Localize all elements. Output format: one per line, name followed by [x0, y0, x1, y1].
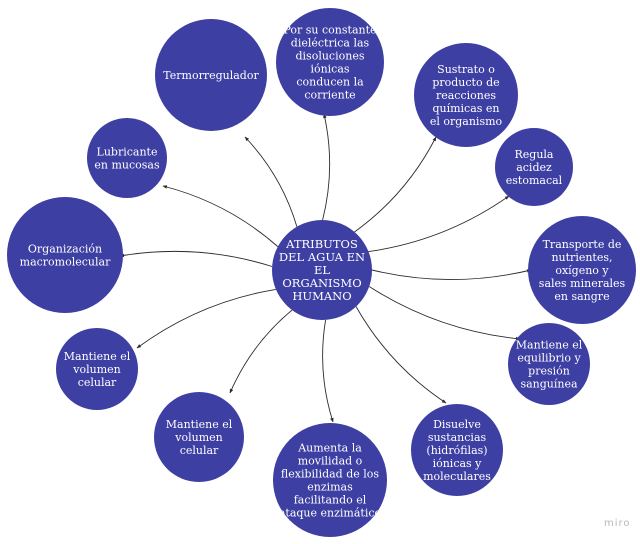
node-transporte-label-line: nutrientes, [551, 251, 612, 264]
node-movilidad-enzimas-label-line: enzimas [307, 481, 353, 494]
central-topic-circle [272, 220, 372, 320]
node-sustrato-label-line: el organismo [430, 115, 503, 128]
node-equilibrio-label-line: sanguínea [520, 378, 578, 391]
node-regula-acidez-label-line: estomacal [506, 174, 563, 187]
node-transporte-label-line: oxígeno y [555, 264, 609, 277]
node-termorregulador-label-line: Termorregulador [163, 69, 259, 82]
node-volumen-celular-2-circle [154, 392, 244, 482]
node-sustrato-circle [414, 43, 518, 147]
nodes-layer: Termorregulador Por su constantedieléctri… [7, 8, 636, 537]
central-topic-label-line: EL [314, 263, 330, 277]
edge-to-equilibrio [368, 286, 521, 341]
node-disuelve-label-line: moleculares [423, 470, 491, 483]
node-transporte-label-line: en sangre [554, 290, 609, 303]
node-regula-acidez-label-line: acidez [516, 161, 552, 174]
node-transporte-label-line: sales minerales [539, 277, 626, 290]
edge-to-regula-acidez [368, 195, 510, 253]
central-topic-label-line: ATRIBUTOS [285, 237, 358, 251]
node-volumen-celular-1-label-line: volumen [72, 363, 120, 376]
node-lubricante-circle [87, 118, 167, 198]
node-constante-dielectrica-label-line: conducen la [296, 76, 364, 89]
edge-to-termorregulador [244, 136, 298, 227]
node-termorregulador-circle [155, 19, 267, 131]
node-disuelve-label-line: iónicas y [433, 457, 483, 470]
node-constante-dielectrica-label-line: iónicas [310, 63, 349, 76]
node-volumen-celular-2-label-line: Mantiene el [166, 418, 233, 431]
node-movilidad-enzimas-label-line: movilidad o [298, 455, 363, 468]
edge-to-volumen-celular-2 [229, 309, 293, 394]
node-regula-acidez-circle [495, 128, 573, 206]
node-constante-dielectrica-label-line: corriente [304, 89, 355, 102]
node-sustrato-label-line: químicas en [432, 102, 499, 115]
central-topic-label-line: DEL AGUA EN [279, 250, 365, 264]
node-movilidad-enzimas-label-line: ataque enzimático [279, 507, 382, 520]
node-movilidad-enzimas-label-line: flexibilidad de los [281, 468, 379, 481]
node-constante-dielectrica-label-line: disoluciones [296, 50, 365, 63]
node-constante-dielectrica-label-line: dieléctrica las [291, 37, 370, 50]
miro-watermark: miro [604, 518, 631, 529]
node-disuelve-label-line: (hidrófilas) [426, 444, 487, 457]
node-volumen-celular-1-label-line: Mantiene el [64, 350, 131, 363]
node-equilibrio-label-line: equilibrio y [517, 352, 581, 365]
node-transporte-label-line: Transporte de [543, 238, 622, 251]
node-constante-dielectrica-label-line: Por su constante [283, 24, 376, 37]
node-sustrato-label-line: reacciones [436, 89, 496, 102]
node-equilibrio-label-line: presión [528, 365, 570, 378]
edge-to-sustrato [354, 136, 437, 233]
node-movilidad-enzimas-label-line: Aumenta la [297, 442, 362, 455]
node-constante-dielectrica-circle [276, 8, 384, 116]
node-regula-acidez-label-line: Regula [515, 148, 554, 161]
central-topic-label-line: HUMANO [292, 289, 351, 303]
edge-to-organizacion [119, 250, 273, 267]
edge-to-disuelve [355, 306, 447, 404]
node-lubricante-label-line: Lubricante [97, 146, 158, 159]
node-movilidad-enzimas-label-line: facilitando el [294, 494, 367, 507]
node-disuelve-circle [411, 404, 503, 496]
node-movilidad-enzimas-circle [273, 423, 387, 537]
node-sustrato-label-line: producto de [432, 76, 499, 89]
edge-to-movilidad-enzimas [322, 319, 334, 423]
node-organizacion-circle [7, 197, 123, 313]
node-volumen-celular-1-circle [56, 328, 138, 410]
edges-layer [119, 113, 532, 423]
edge-to-constante-dielectrica [322, 113, 331, 221]
node-organizacion-label-line: Organización [28, 243, 102, 256]
node-equilibrio-label-line: Mantiene el [516, 339, 583, 352]
edge-to-lubricante [162, 185, 279, 247]
node-disuelve-label-line: sustancias [428, 431, 487, 444]
node-volumen-celular-2-label-line: celular [180, 444, 219, 457]
central-topic-label-line: ORGANISMO [282, 276, 361, 290]
node-transporte-circle [528, 216, 636, 324]
node-equilibrio-circle [508, 323, 590, 405]
node-sustrato-label-line: Sustrato o [437, 63, 495, 76]
node-volumen-celular-1-label-line: celular [78, 376, 117, 389]
node-organizacion-label-line: macromolecular [20, 256, 111, 269]
node-termorregulador[interactable]: Termorregulador [155, 19, 267, 131]
node-lubricante-label-line: en mucosas [94, 159, 160, 172]
edge-to-transporte [371, 269, 532, 280]
node-volumen-celular-2-label-line: volumen [174, 431, 222, 444]
node-disuelve-label-line: Disuelve [433, 418, 481, 431]
edge-to-volumen-celular-1 [136, 288, 276, 349]
